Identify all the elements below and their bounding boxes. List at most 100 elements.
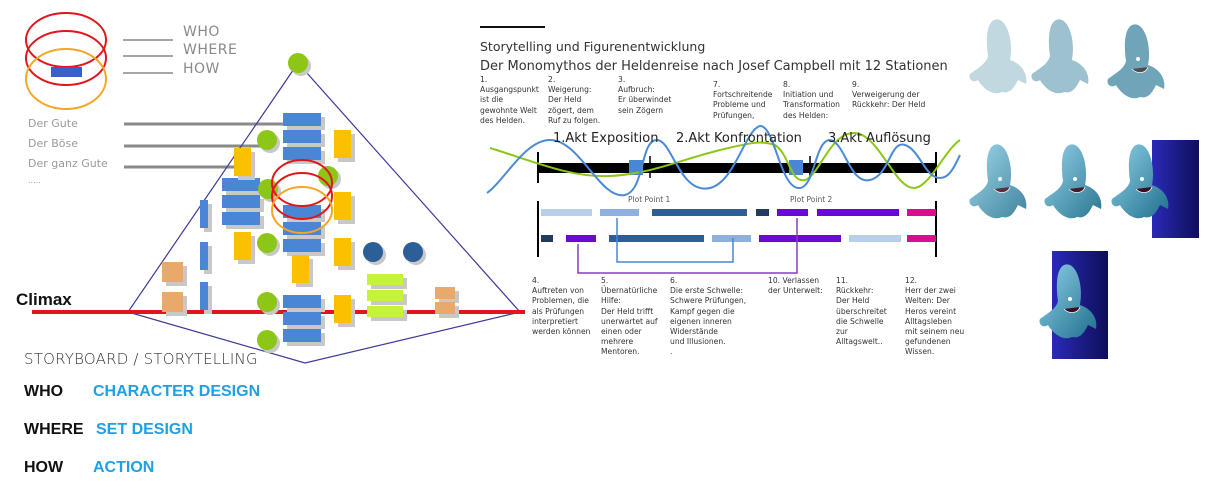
green-dot bbox=[257, 330, 277, 350]
storyboard-value: SET DESIGN bbox=[96, 421, 193, 438]
station-number: 1. bbox=[480, 75, 488, 84]
legend-who: WHO bbox=[183, 24, 220, 40]
lime-block bbox=[367, 290, 403, 301]
character-label: ..... bbox=[28, 176, 41, 185]
scene-segment bbox=[907, 235, 936, 242]
character-label: Der ganz Gute bbox=[28, 157, 108, 170]
story-pyramid bbox=[32, 53, 525, 364]
storyboard-key: HOW bbox=[24, 459, 64, 476]
station-number: 12. bbox=[905, 276, 918, 285]
blue-block bbox=[200, 282, 208, 310]
green-dot bbox=[288, 53, 308, 73]
plot-point-marker bbox=[629, 160, 643, 175]
journey-station: 2.Weigerung: Der Held zögert, dem Ruf zu… bbox=[548, 75, 600, 126]
character-sketch-3 bbox=[1107, 24, 1165, 99]
character-sketch-2 bbox=[1031, 19, 1089, 94]
lime-block bbox=[367, 306, 403, 317]
navy-dot bbox=[403, 242, 423, 262]
station-number: 10. Verlassen bbox=[768, 276, 820, 285]
station-number: 2. bbox=[548, 75, 556, 84]
ring-how bbox=[271, 186, 333, 234]
legend-ring-where bbox=[25, 30, 107, 86]
scene-segment bbox=[541, 209, 592, 216]
navy-dot bbox=[363, 242, 383, 262]
station-text: Die erste Schwelle: Schwere Prüfungen, K… bbox=[670, 286, 747, 357]
legend-where: WHERE bbox=[183, 42, 238, 58]
blue-block bbox=[200, 242, 208, 270]
pyramid-outline bbox=[127, 62, 522, 364]
character-label: Der Böse bbox=[28, 137, 79, 150]
plot-point-label: Plot Point 1 bbox=[628, 195, 671, 204]
yellow-block bbox=[334, 192, 351, 220]
plot-point-label: Plot Point 2 bbox=[790, 195, 833, 204]
green-dot bbox=[257, 233, 277, 253]
journey-subtitle: Der Monomythos der Heldenreise nach Jose… bbox=[480, 59, 948, 74]
station-number: 9. bbox=[852, 80, 860, 89]
station-text: Ausgangspunkt ist die gewohnte Welt des … bbox=[480, 85, 539, 125]
yellow-block bbox=[334, 130, 351, 158]
journey-station: 5.Übernatürliche Hilfe: Der Held trifft … bbox=[601, 276, 658, 358]
station-number: 8. bbox=[783, 80, 791, 89]
station-number: 4. bbox=[532, 276, 540, 285]
station-text: Initiation und Transformation des Helden… bbox=[783, 90, 840, 120]
character-sketch-7 bbox=[1039, 264, 1097, 339]
journey-station: 7.Fortschreitende Probleme und Prüfungen… bbox=[713, 80, 772, 121]
lime-block bbox=[367, 274, 403, 285]
station-text: Rückkehr: Der Held überschreitet die Sch… bbox=[836, 286, 887, 347]
yellow-block bbox=[234, 148, 251, 176]
station-text: Weigerung: Der Held zögert, dem Ruf zu f… bbox=[548, 85, 601, 125]
blue-block bbox=[283, 329, 321, 342]
station-number: 3. bbox=[618, 75, 626, 84]
journey-station: 1.Ausgangspunkt ist die gewohnte Welt de… bbox=[480, 75, 539, 126]
green-dot bbox=[257, 292, 277, 312]
blue-block bbox=[222, 212, 260, 225]
journey-station: 4.Auftreten von Problemen, die als Prüfu… bbox=[532, 276, 590, 337]
act-label: 1.Akt Exposition bbox=[553, 131, 659, 146]
station-text: Auftreten von Problemen, die als Prüfung… bbox=[532, 286, 591, 337]
storyboard-value: CHARACTER DESIGN bbox=[93, 383, 261, 400]
connector-blue bbox=[616, 218, 734, 263]
station-number: 5. bbox=[601, 276, 609, 285]
blue-block bbox=[283, 205, 321, 218]
scene-segment bbox=[759, 235, 841, 242]
act-label: 2.Akt Konfrontation bbox=[676, 131, 802, 146]
blue-block bbox=[283, 113, 321, 126]
yellow-block bbox=[334, 295, 351, 323]
scene-segment bbox=[817, 209, 899, 216]
station-number: 11. bbox=[836, 276, 849, 285]
journey-station: 9.Verweigerung der Rückkehr: Der Held bbox=[852, 80, 925, 111]
scene-segment bbox=[756, 209, 769, 216]
journey-title: Storytelling und Figurenentwicklung bbox=[480, 39, 706, 54]
station-number: 6. bbox=[670, 276, 678, 285]
character-sketch-6 bbox=[1111, 144, 1169, 219]
yellow-block bbox=[234, 232, 251, 260]
blue-block bbox=[200, 200, 208, 228]
scene-segment bbox=[566, 235, 596, 242]
ring-who bbox=[271, 159, 333, 207]
tension-curve-green bbox=[489, 131, 961, 190]
legend-ring-how bbox=[25, 48, 107, 110]
scene-segment bbox=[652, 209, 747, 216]
legend-block bbox=[51, 67, 82, 77]
scene-segment bbox=[907, 209, 936, 216]
journey-station: 11.Rückkehr: Der Held überschreitet die … bbox=[836, 276, 887, 347]
station-text: Übernatürliche Hilfe: Der Held trifft un… bbox=[601, 286, 658, 357]
ring-where bbox=[271, 172, 333, 220]
tan-block bbox=[435, 302, 455, 314]
journey-station: 8.Initiation und Transformation des Held… bbox=[783, 80, 840, 121]
sketch-backdrop bbox=[1152, 140, 1199, 238]
tension-curve-blue bbox=[486, 124, 961, 197]
storyboard-title: STORYBOARD / STORYTELLING bbox=[24, 350, 258, 368]
station-text: der Unterwelt: bbox=[768, 286, 823, 296]
blue-block bbox=[283, 295, 321, 308]
climax-label: Climax bbox=[16, 290, 72, 309]
storyboard-key: WHERE bbox=[24, 421, 84, 438]
blue-block bbox=[283, 239, 321, 252]
journey-station: 3.Aufbruch: Er überwindet sein Zögern bbox=[618, 75, 671, 116]
blue-block bbox=[222, 195, 260, 208]
scene-segment bbox=[712, 235, 751, 242]
legend-how: HOW bbox=[183, 61, 220, 77]
tan-block bbox=[435, 287, 455, 299]
